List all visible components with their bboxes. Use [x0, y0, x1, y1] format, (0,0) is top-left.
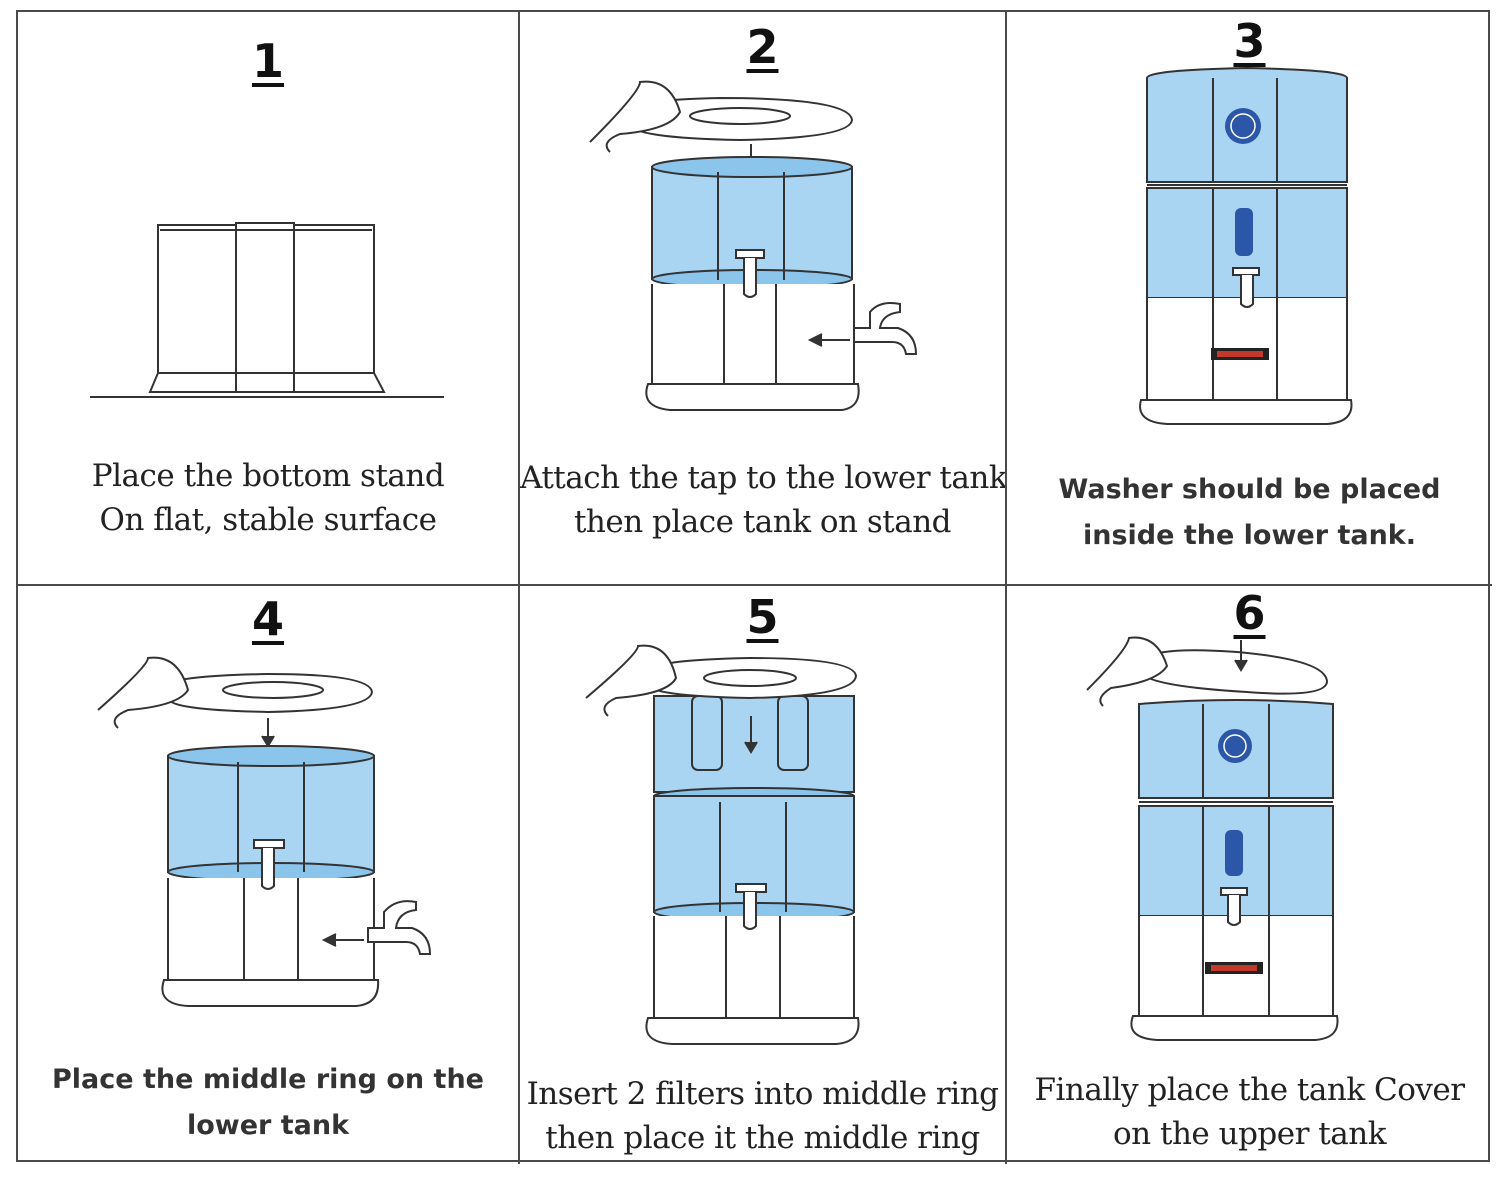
step-1-number: 1: [251, 34, 284, 88]
step-2-caption-line2: then place tank on stand: [573, 504, 952, 540]
step-3-number: 3: [1233, 14, 1266, 68]
step-5-caption-line2: then place it the middle ring: [545, 1120, 980, 1156]
step-4-caption: Place the middle ring on the lower tank: [18, 1057, 518, 1149]
step-2-caption-line1: Attach the tap to the lower tank: [520, 460, 1007, 496]
instruction-grid: 1 Place the bottom stand On flat, stable…: [16, 10, 1492, 1164]
step-3-panel: 3: [1007, 12, 1492, 586]
step-4-caption-line2: lower tank: [186, 1110, 350, 1141]
step-3-caption-line1: Washer should be placed: [1058, 474, 1441, 505]
step-1-caption-line1: Place the bottom stand: [91, 458, 445, 494]
tap-and-tank-illustration: [589, 80, 918, 411]
step-2-caption: Attach the tap to the lower tank then pl…: [520, 456, 1005, 544]
step-6-caption-line1: Finally place the tank Cover: [1034, 1072, 1465, 1108]
middle-ring-illustration: [97, 656, 432, 1007]
assembled-filter-illustration: [1139, 66, 1353, 425]
insert-filters-illustration: [585, 644, 860, 1045]
step-3-caption-line2: inside the lower tank.: [1082, 520, 1417, 551]
bottom-stand-illustration: [90, 222, 444, 398]
step-1-panel: 1 Place the bottom stand On flat, stable…: [18, 12, 520, 586]
tank-cover-illustration: [1086, 636, 1339, 1041]
step-6-number: 6: [1233, 586, 1266, 640]
step-3-caption: Washer should be placed inside the lower…: [1007, 467, 1492, 559]
step-5-caption-line1: Insert 2 filters into middle ring: [526, 1076, 999, 1112]
step-4-number: 4: [251, 592, 284, 646]
step-4-panel: 4: [18, 586, 520, 1164]
step-6-caption: Finally place the tank Cover on the uppe…: [1007, 1068, 1492, 1156]
step-2-number: 2: [746, 20, 779, 74]
step-1-caption-line2: On flat, stable surface: [99, 502, 437, 538]
step-2-panel: 2: [520, 12, 1007, 586]
step-5-number: 5: [746, 590, 779, 644]
step-1-caption: Place the bottom stand On flat, stable s…: [18, 454, 518, 542]
step-5-caption: Insert 2 filters into middle ring then p…: [520, 1072, 1005, 1160]
step-4-caption-line1: Place the middle ring on the: [52, 1064, 484, 1095]
step-5-panel: 5: [520, 586, 1007, 1164]
step-6-panel: 6: [1007, 586, 1492, 1164]
step-6-caption-line2: on the upper tank: [1113, 1116, 1386, 1152]
